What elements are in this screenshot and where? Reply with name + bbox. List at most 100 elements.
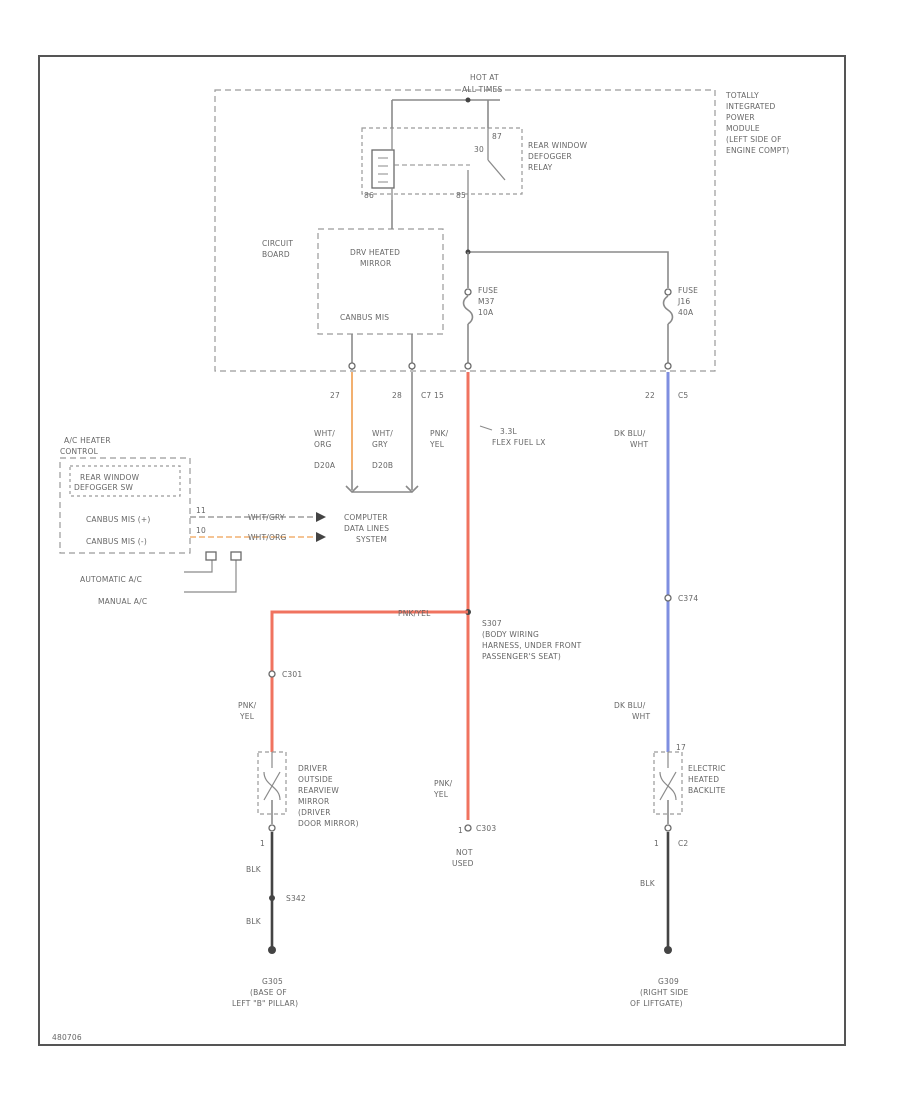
- fuse-j16-label-1: FUSE: [678, 286, 698, 295]
- fuse-m37-symbol: [462, 252, 474, 365]
- data-lines-bracket: [345, 485, 419, 494]
- ground-g305-label-2: (BASE OF: [250, 988, 287, 997]
- canbus-pin-27: [348, 362, 356, 370]
- figure-id: 480706: [52, 1033, 82, 1042]
- relay-coil: [371, 149, 395, 189]
- connector-c301: [268, 670, 276, 678]
- wire-org-inline-label: WHT/ORG: [248, 533, 287, 542]
- pin-28-label: 28: [392, 391, 402, 400]
- relay-contacts: [391, 128, 506, 200]
- backlite-label-3: BACKLITE: [688, 786, 726, 795]
- ground-g309-label-2: (RIGHT SIDE: [640, 988, 689, 997]
- tipm-label-6: ENGINE COMPT): [726, 146, 789, 155]
- relay-pin-86: 86: [364, 191, 374, 200]
- ac-variant-box-2: [230, 551, 242, 561]
- ground-g305-label-1: G305: [262, 977, 283, 986]
- defogger-switch-label-2: DEFOGGER SW: [74, 483, 133, 492]
- canbus-neg-label: CANBUS MIS (-): [86, 537, 147, 546]
- relay-pin-30: 30: [474, 145, 484, 154]
- backlite-pin-17: 17: [676, 743, 686, 752]
- computer-data-label-2: DATA LINES: [344, 524, 389, 533]
- wire-dk-blu-label-1: DK BLU/: [614, 429, 646, 438]
- pin-1-right: 1: [654, 839, 659, 848]
- fuse-j16-symbol: [662, 285, 674, 365]
- driver-mirror-label-1: DRIVER: [298, 764, 327, 773]
- relay-label-2: DEFOGGER: [528, 152, 572, 161]
- fuse-m37-label-3: 10A: [478, 308, 494, 317]
- ground-g309-label-3: OF LIFTGATE): [630, 999, 683, 1008]
- computer-data-label-3: SYSTEM: [356, 535, 387, 544]
- wire-d20a-label: D20A: [314, 461, 336, 470]
- wire-pnk-yel-horizontal: [270, 610, 468, 752]
- splice-s307-label-4: PASSENGER'S SEAT): [482, 652, 561, 661]
- wire-wht-gry-label-2: GRY: [372, 440, 388, 449]
- ac-control-title-2: CONTROL: [60, 447, 99, 456]
- backlite-pin-1: [664, 824, 672, 832]
- wire-dk-blu-label-2: WHT: [630, 440, 648, 449]
- fuse-j16-label-2: J16: [677, 297, 690, 306]
- pin-22-label: 22: [645, 391, 655, 400]
- arrow-neg: [316, 532, 326, 542]
- backlite-label-2: HEATED: [688, 775, 719, 784]
- circuit-board-label-1: CIRCUIT: [262, 239, 293, 248]
- circuit-board-boundary: [317, 228, 444, 335]
- ac-control-title-1: A/C HEATER: [64, 436, 111, 445]
- defogger-switch-box: [69, 465, 181, 497]
- tipm-label-2: INTEGRATED: [726, 102, 776, 111]
- connector-c374: [664, 594, 672, 602]
- ground-g305: [268, 946, 276, 954]
- connector-c303: [464, 824, 472, 832]
- pin-c5-label: C5: [678, 391, 688, 400]
- wire-pnk-yel-label-1: PNK/: [430, 429, 449, 438]
- wire-wht-gry-label-1: WHT/: [372, 429, 393, 438]
- mirror-wire-label-1: PNK/: [238, 701, 257, 710]
- relay-coil-winding: [378, 157, 388, 183]
- tipm-label-4: MODULE: [726, 124, 760, 133]
- ac-variant-lines: [184, 558, 237, 593]
- connector-c303-label: C303: [476, 824, 496, 833]
- blk-right: BLK: [640, 879, 656, 888]
- connector-c7-pin: [464, 362, 472, 370]
- heated-mirror-label-2: MIRROR: [360, 259, 391, 268]
- hot-label-2: ALL TIMES: [462, 85, 502, 94]
- wire-wht-org-label-1: WHT/: [314, 429, 335, 438]
- relay-label-3: RELAY: [528, 163, 553, 172]
- mirror-heater-grid: [263, 752, 281, 801]
- flex-fuel-label-2: FLEX FUEL LX: [492, 438, 546, 447]
- pin-10-label: 10: [196, 526, 206, 535]
- auto-ac-label: AUTOMATIC A/C: [80, 575, 142, 584]
- connector-c5-pin: [664, 362, 672, 370]
- ground-g309: [664, 946, 672, 954]
- wire-d20b-label: D20B: [372, 461, 393, 470]
- fuse-m37-top: [464, 288, 472, 296]
- pin-c7-15-label: C7 15: [421, 391, 444, 400]
- pin-27-label: 27: [330, 391, 340, 400]
- connector-c301-label: C301: [282, 670, 302, 679]
- mid-wire-label-2: YEL: [433, 790, 449, 799]
- tipm-label-5: (LEFT SIDE OF: [726, 135, 782, 144]
- mirror-wire-label-2: YEL: [239, 712, 255, 721]
- pin-1-mid: 1: [458, 826, 463, 835]
- wire-wht-org-label-2: ORG: [314, 440, 332, 449]
- splice-s342-label: S342: [286, 894, 306, 903]
- canbus-pin-28: [408, 362, 416, 370]
- blk-left-1: BLK: [246, 865, 262, 874]
- pnk-yel-horizontal-label: PNK/YEL: [398, 609, 431, 618]
- tipm-label-1: TOTALLY: [725, 91, 759, 100]
- fuse-m37-label-1: FUSE: [478, 286, 498, 295]
- not-used-label-1: NOT: [456, 848, 473, 857]
- mirror-pin-1: [268, 824, 276, 832]
- defogger-switch-label-1: REAR WINDOW: [80, 473, 140, 482]
- tipm-boundary: [214, 89, 716, 372]
- fuse-m37-label-2: M37: [478, 297, 495, 306]
- driver-mirror-label-2: OUTSIDE: [298, 775, 333, 784]
- splice-s307-label-2: (BODY WIRING: [482, 630, 539, 639]
- backlite-wire-label-2: WHT: [632, 712, 650, 721]
- splice-s342: [269, 895, 275, 901]
- ac-variant-box-1: [205, 551, 217, 561]
- canbus-module-label: CANBUS MIS: [340, 313, 389, 322]
- fuse-j16-label-3: 40A: [678, 308, 694, 317]
- computer-data-label-1: COMPUTER: [344, 513, 388, 522]
- circuit-board-label-2: BOARD: [262, 250, 290, 259]
- splice-s307-label-1: S307: [482, 619, 502, 628]
